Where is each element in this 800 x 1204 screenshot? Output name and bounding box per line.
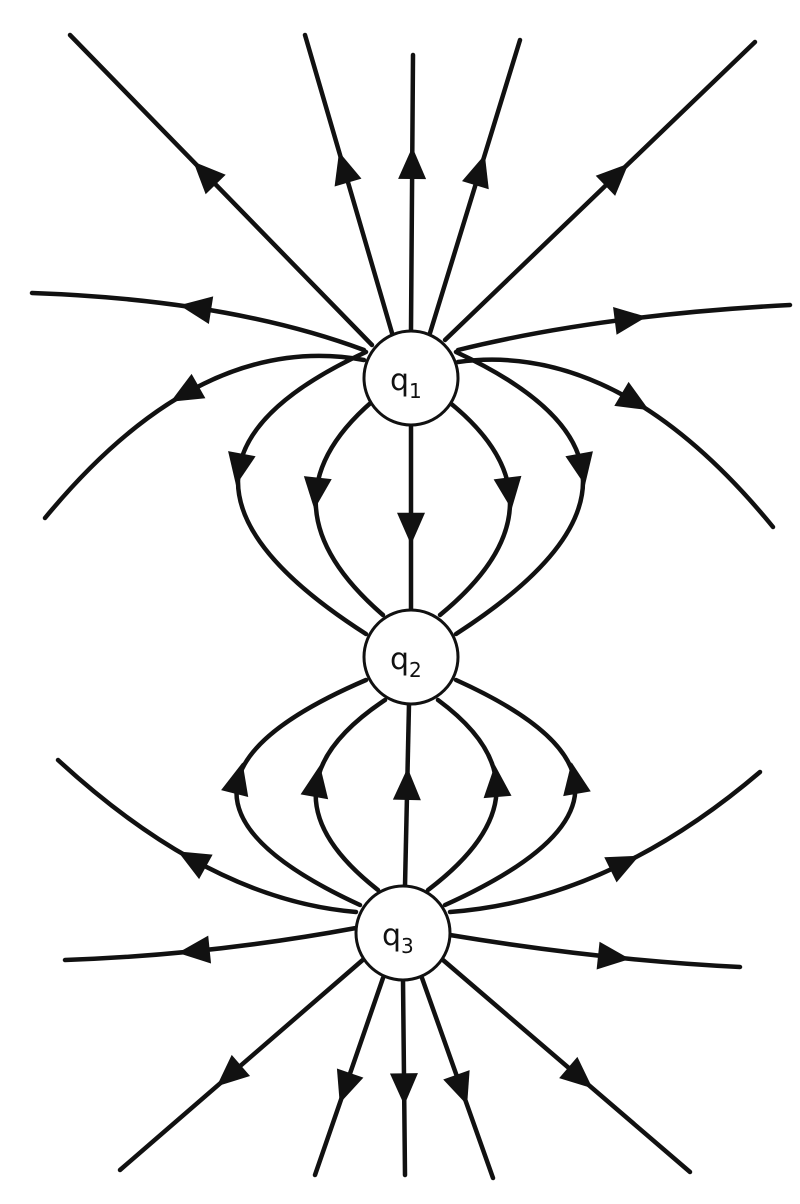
field-lines bbox=[29, 32, 793, 1181]
charge-q3-label: q3 bbox=[382, 918, 414, 958]
charge-q2: q2 bbox=[362, 608, 460, 706]
q3-line-upper-left bbox=[55, 757, 359, 915]
q3q2-arrow-inner-right bbox=[483, 765, 512, 799]
q3q2-arrow-outer-left bbox=[221, 762, 249, 798]
q3-line-lower-right-far bbox=[440, 957, 693, 1175]
q3-line-right bbox=[447, 932, 743, 970]
q3-arrow-lower-right-far bbox=[559, 1056, 593, 1089]
q1-arrow-left bbox=[179, 296, 214, 324]
q1q2-line-outer-right bbox=[453, 349, 586, 637]
q1q2-line-inner-right bbox=[437, 392, 513, 618]
q3-arrow-upper-left bbox=[177, 851, 213, 880]
q3-arrow-lower-left-far bbox=[216, 1054, 251, 1087]
charge-q2-circle bbox=[362, 608, 460, 706]
charge-q3: q3 bbox=[354, 884, 452, 982]
q3q2-line-outer-right bbox=[442, 677, 578, 908]
q1-arrow-up bbox=[398, 147, 427, 180]
q3q2-arrow-outer-right bbox=[563, 762, 591, 797]
q1-line-upper-left-far bbox=[67, 32, 375, 348]
q3-arrow-upper-right bbox=[604, 855, 640, 883]
q1-arrow-upper-left-far bbox=[193, 161, 226, 195]
field-arrows bbox=[170, 147, 649, 1106]
q1q2-arrow-inner-right bbox=[493, 475, 522, 510]
q1-arrow-upper-right-far bbox=[595, 163, 629, 196]
q1q2-arrow-outer-right bbox=[565, 451, 593, 486]
q1-arrow-lower-left bbox=[170, 373, 206, 402]
q3-arrow-right bbox=[596, 941, 630, 970]
q1q2-arrow-inner-left bbox=[303, 476, 332, 510]
q3-arrow-down-right bbox=[443, 1070, 470, 1105]
q1-arrow-right bbox=[613, 306, 647, 335]
q1-line-right bbox=[455, 302, 793, 353]
charge-q1-label: q1 bbox=[390, 363, 422, 403]
q1-arrow-up-right bbox=[462, 154, 489, 190]
q3q2-arrow-inner-left bbox=[300, 765, 329, 800]
charge-q2-label: q2 bbox=[390, 642, 422, 682]
q1q2-arrow-center bbox=[397, 512, 425, 545]
q1-line-up-left bbox=[302, 32, 395, 336]
charge-q1-circle bbox=[362, 329, 460, 427]
q1-line-lower-right bbox=[455, 357, 776, 530]
charge-q1: q1 bbox=[362, 329, 460, 427]
q3-line-left bbox=[62, 925, 359, 963]
q1-arrow-up-left bbox=[334, 151, 362, 187]
q1q2-arrow-outer-left bbox=[228, 451, 256, 486]
q1-arrow-lower-right bbox=[614, 381, 649, 411]
charge-q3-circle bbox=[354, 884, 452, 982]
q3q2-line-outer-left bbox=[234, 677, 369, 908]
q3-arrow-down-left bbox=[336, 1068, 364, 1104]
charges: q1 q2 q3 bbox=[354, 329, 460, 982]
q1q2-line-outer-left bbox=[235, 349, 369, 637]
q1q2-line-inner-left bbox=[313, 392, 386, 618]
q1-line-upper-right-far bbox=[442, 39, 758, 343]
q1-line-lower-left bbox=[42, 353, 367, 521]
q3-line-upper-right bbox=[447, 769, 763, 915]
q3-line-lower-left-far bbox=[117, 955, 368, 1173]
q1-line-left bbox=[29, 290, 367, 353]
q1-line-up bbox=[408, 52, 416, 333]
q3-arrow-down bbox=[389, 1073, 418, 1106]
q1-line-up-right bbox=[427, 37, 523, 336]
q3q2-arrow-center bbox=[392, 767, 421, 801]
q3-arrow-left bbox=[177, 935, 212, 964]
